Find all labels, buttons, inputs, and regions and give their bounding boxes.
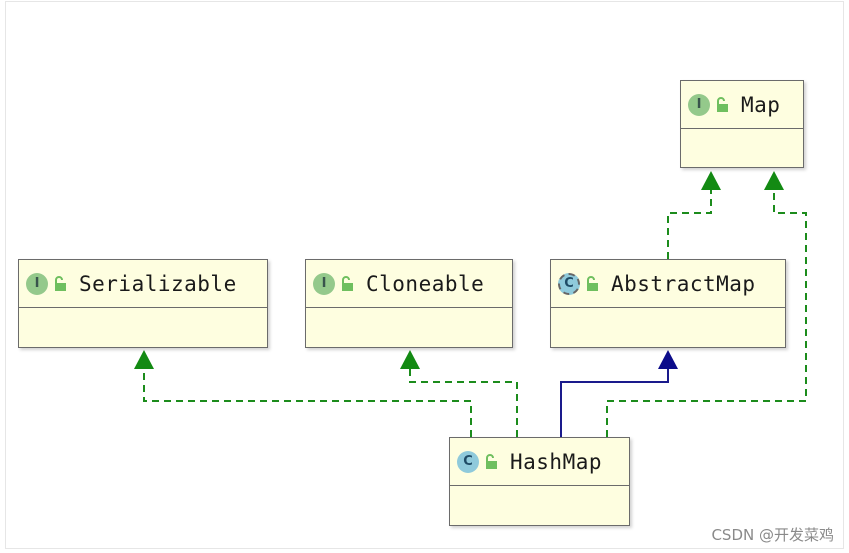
arrowhead-cloneable [400, 350, 420, 369]
node-body [551, 308, 785, 346]
arrowhead-map-right [764, 171, 784, 190]
node-header: I Cloneable [306, 260, 512, 308]
watermark: CSDN @开发菜鸡 [711, 526, 834, 544]
public-unlock-icon [486, 453, 497, 469]
arrowhead-map-left [701, 171, 721, 190]
node-body [19, 308, 267, 346]
diagram-frame [5, 1, 844, 549]
edge-abstractmap-map [667, 189, 712, 259]
class-name: Cloneable [366, 271, 485, 296]
node-hashmap[interactable]: C HashMap [449, 437, 630, 526]
node-map[interactable]: I Map [680, 80, 804, 168]
edge-hashmap-map [606, 189, 807, 437]
public-unlock-icon [55, 275, 66, 291]
node-cloneable[interactable]: I Cloneable [305, 259, 513, 348]
class-badge-icon: C [457, 450, 479, 473]
node-body [681, 129, 803, 167]
public-unlock-icon [717, 96, 728, 112]
node-serializable[interactable]: I Serializable [18, 259, 268, 348]
class-name: HashMap [510, 449, 603, 474]
class-name: Serializable [79, 271, 237, 296]
node-header: I Map [681, 81, 803, 129]
edge-hashmap-cloneable [409, 368, 518, 437]
interface-badge-icon: I [688, 93, 710, 116]
arrowhead-abstractmap [658, 350, 678, 369]
class-name: Map [741, 92, 781, 117]
class-name: AbstractMap [611, 271, 756, 296]
edge-hashmap-serializable [143, 368, 472, 437]
edge-hashmap-abstractmap [560, 368, 669, 437]
abstract-class-badge-icon: C [558, 272, 580, 295]
node-body [306, 308, 512, 346]
node-abstractmap[interactable]: C AbstractMap [550, 259, 786, 348]
node-body [450, 486, 629, 524]
node-header: I Serializable [19, 260, 267, 308]
arrowhead-serializable [134, 350, 154, 369]
interface-badge-icon: I [26, 272, 48, 295]
node-header: C AbstractMap [551, 260, 785, 308]
node-header: C HashMap [450, 438, 629, 486]
interface-badge-icon: I [313, 272, 335, 295]
public-unlock-icon [587, 275, 598, 291]
public-unlock-icon [342, 275, 353, 291]
